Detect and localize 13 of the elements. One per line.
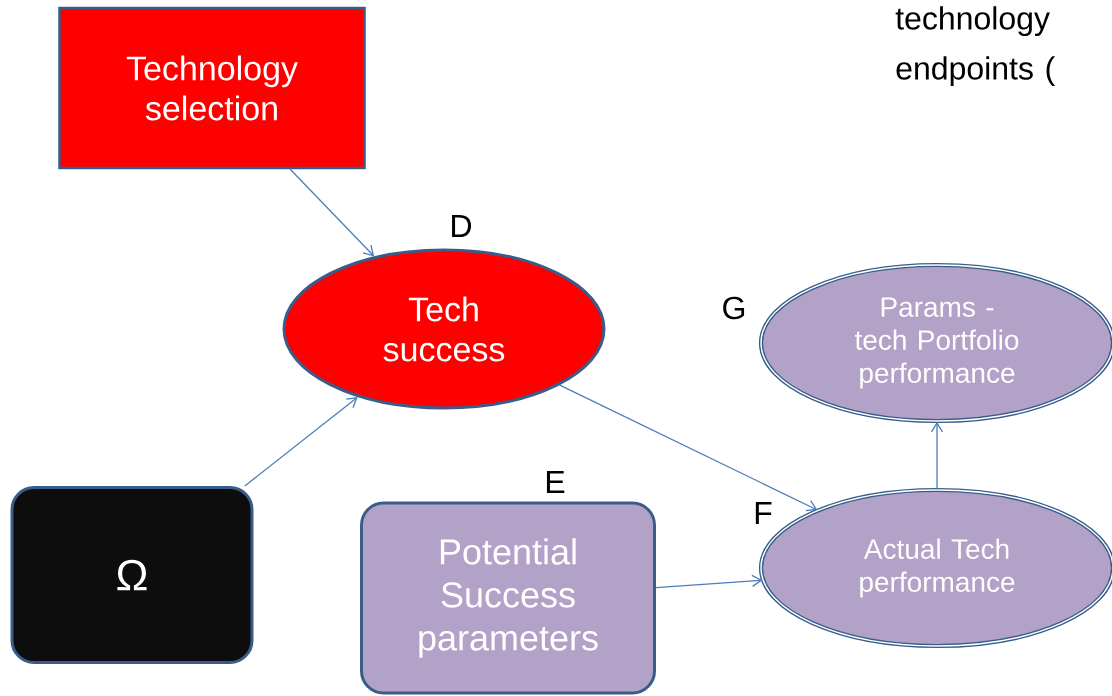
arrow <box>289 168 375 257</box>
arrow <box>559 384 818 512</box>
node-letter: D <box>452 215 472 237</box>
node-letter: G <box>723 296 745 320</box>
process-box: Potential Success parameters <box>360 501 656 695</box>
node-letter: F <box>755 502 772 524</box>
process-box: Ω <box>10 486 254 664</box>
arrow <box>930 421 944 490</box>
process-box: Technology selection <box>58 6 366 170</box>
arrow <box>655 574 763 589</box>
arrow <box>244 397 358 487</box>
node-letter: E <box>546 471 565 493</box>
note-text: technology endpoints ( <box>895 6 1056 86</box>
